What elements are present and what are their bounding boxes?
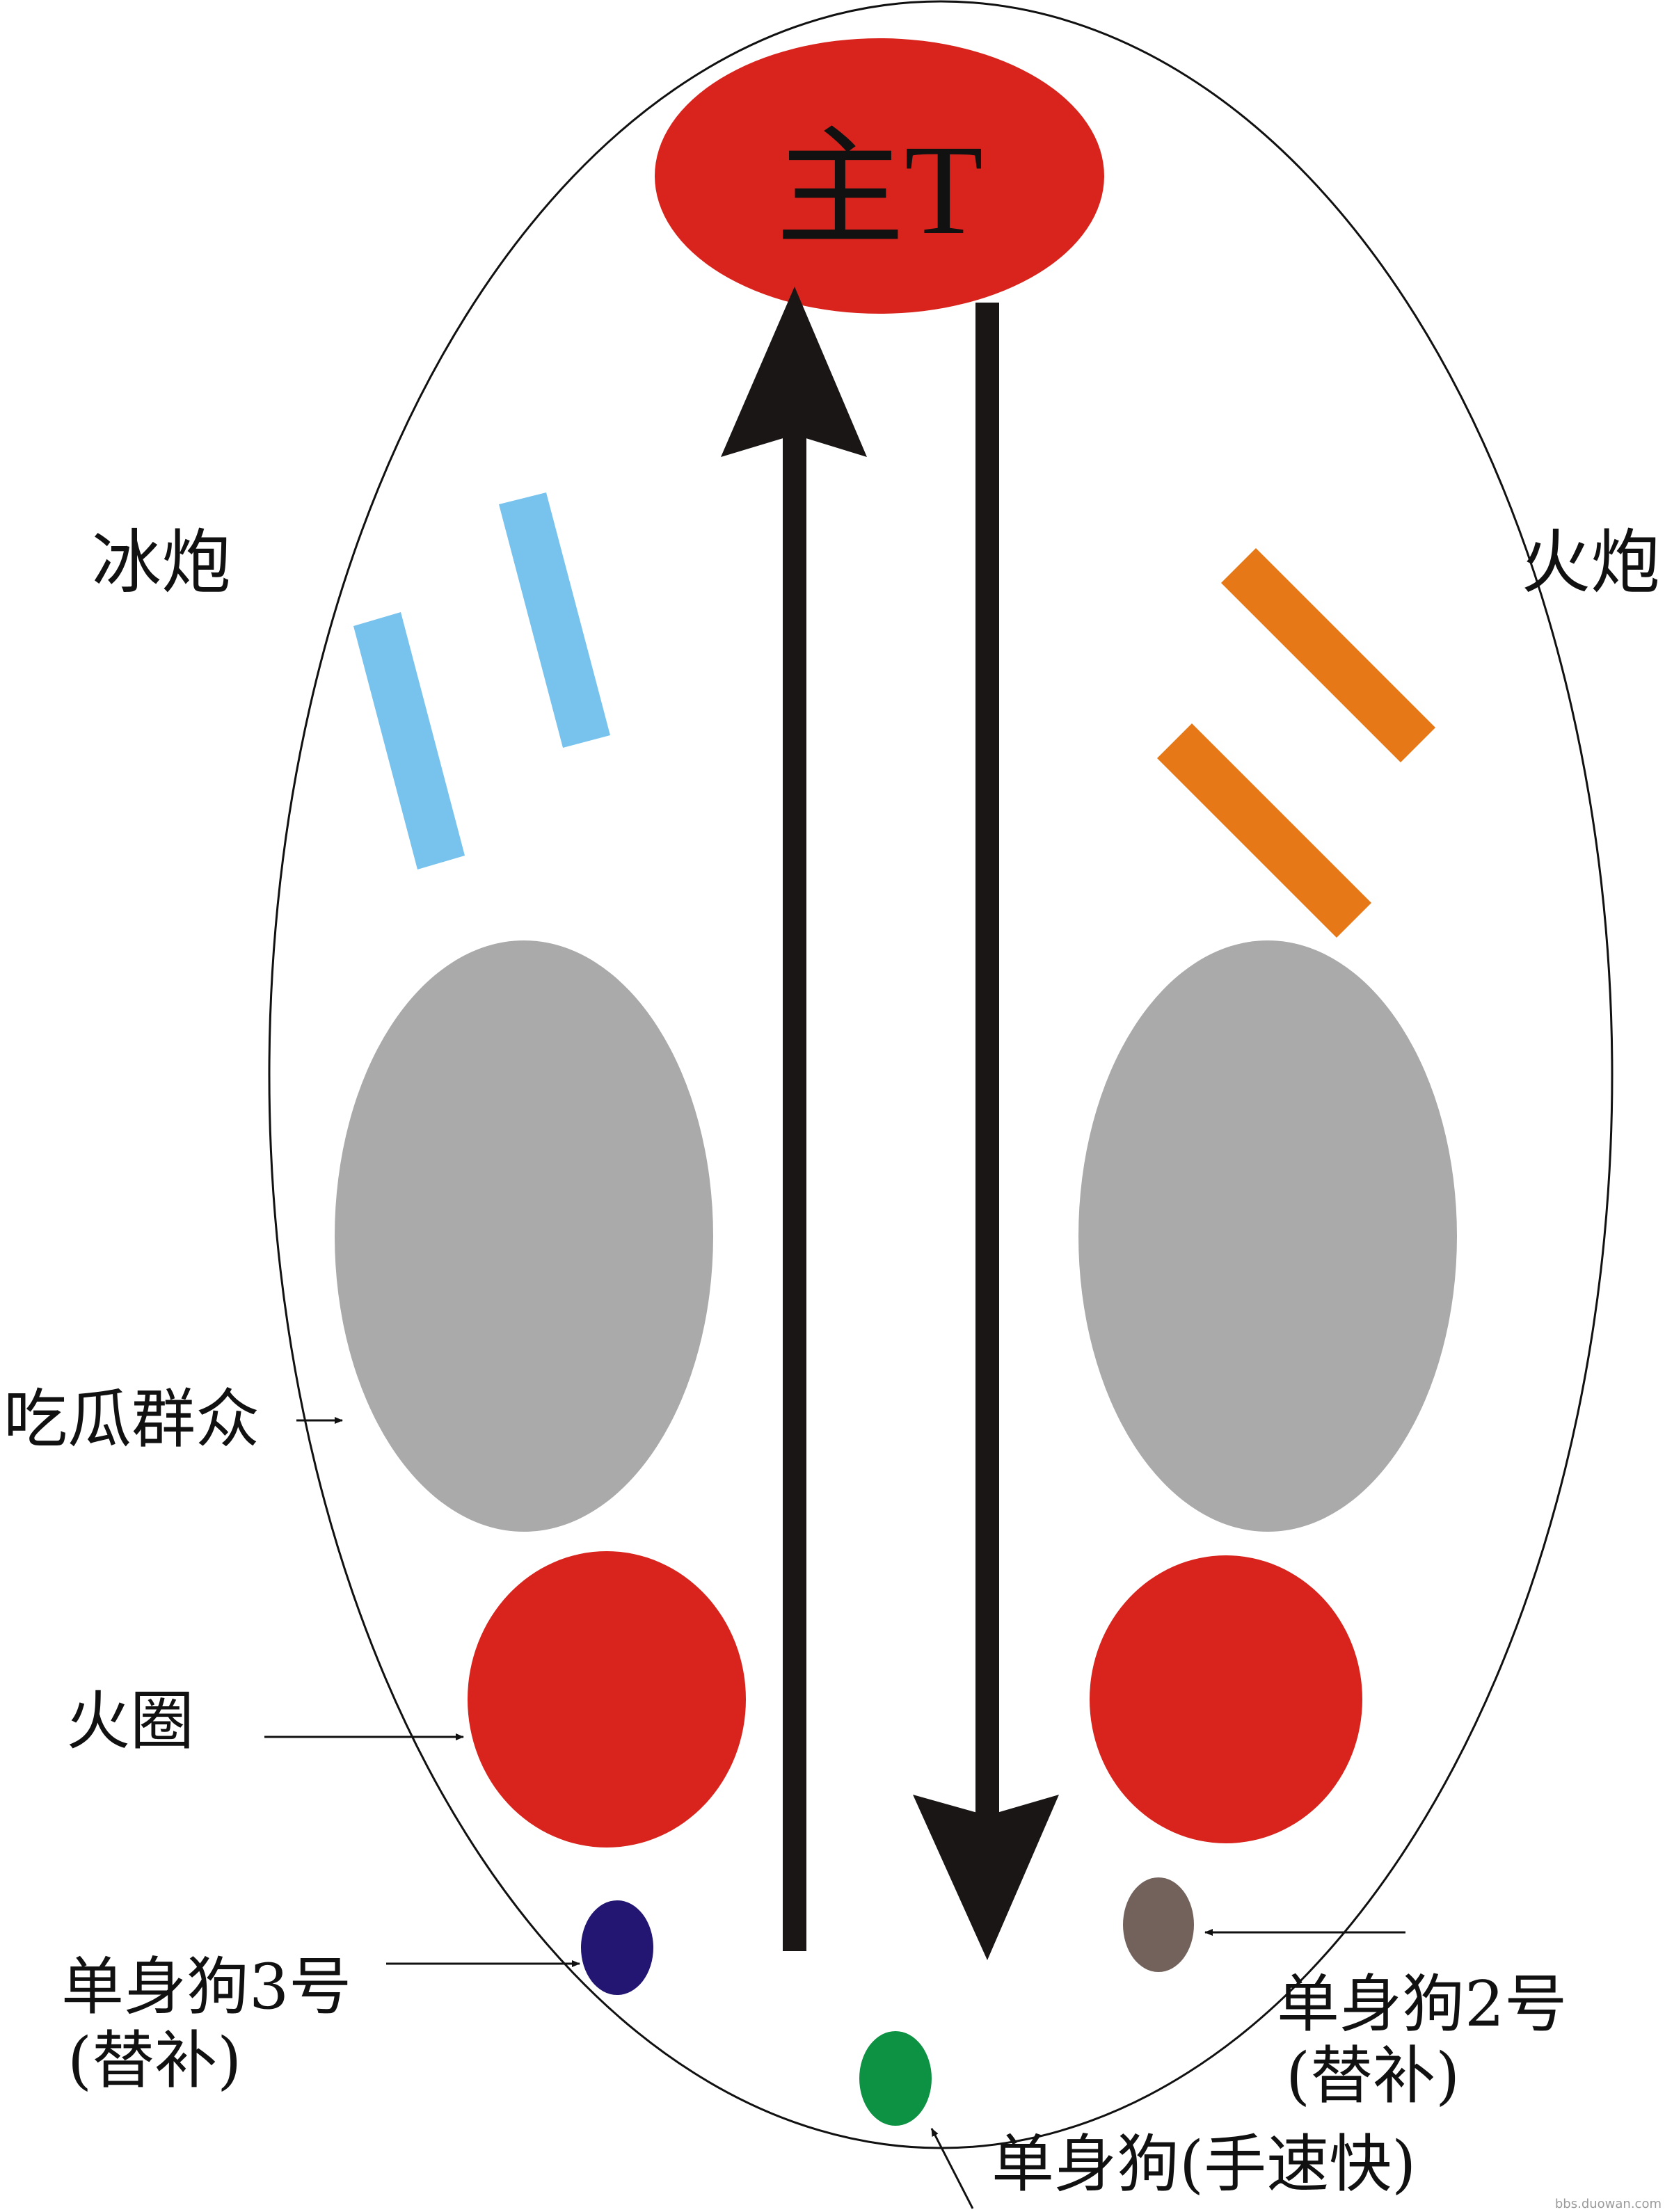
fire-ring-label: 火圈 — [66, 1684, 194, 1758]
fire-ring-left — [468, 1551, 746, 1848]
ice-cannon-bar-2 — [499, 492, 610, 748]
watermark: bbs.duowan.com — [1555, 2197, 1662, 2211]
arrow-up-icon — [721, 287, 867, 1951]
single-dog-1-pointer — [930, 2128, 974, 2209]
boss-main-tank — [655, 38, 1104, 314]
fire-cannon-bar-2 — [1157, 723, 1371, 938]
single-dog-1 — [859, 2031, 932, 2126]
ice-cannon-bar-1 — [353, 612, 465, 869]
fire-cannon-bar-1 — [1221, 548, 1435, 762]
single-dog-2-label: 单身狗2号 — [1277, 1968, 1567, 2041]
single-dog-3-sub-label: (替补) — [67, 2024, 241, 2097]
fire-ring-right — [1090, 1555, 1362, 1843]
crowd-label: 吃瓜群众 — [3, 1382, 260, 1457]
single-dog-1-label: 单身狗(手速快) — [991, 2128, 1416, 2201]
arrow-down-icon — [913, 303, 1059, 1960]
ice-cannon-label: 冰炮 — [92, 522, 231, 603]
single-dog-2-sub-label: (替补) — [1286, 2039, 1460, 2113]
crowd-group-right — [1078, 940, 1457, 1532]
fire-cannon-label: 火炮 — [1521, 522, 1660, 603]
crowd-group-left — [335, 940, 713, 1532]
single-dog-3-label: 单身狗3号 — [61, 1950, 351, 2023]
single-dog-3 — [581, 1900, 653, 1995]
boss-label: 主T — [776, 119, 983, 262]
single-dog-2 — [1123, 1877, 1194, 1972]
